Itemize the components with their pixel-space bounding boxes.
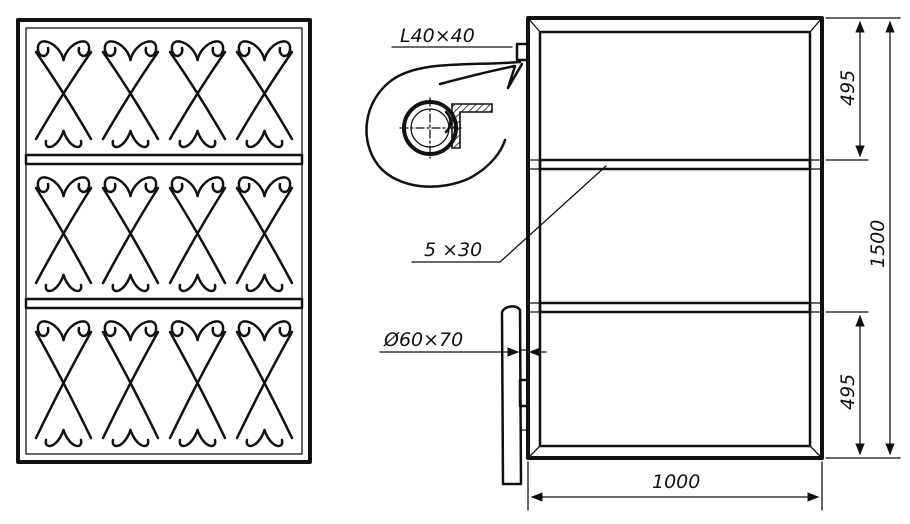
hinge-pin-block <box>518 378 530 408</box>
grille-curl-bottom <box>178 129 199 149</box>
weld-seam <box>444 110 452 134</box>
grille-heart-scroll-top <box>62 40 91 62</box>
frame-inner-edge <box>538 30 812 448</box>
grille-curl-bottom <box>62 129 83 149</box>
grille-curl-bottom <box>129 428 150 448</box>
decorative-grille-front-view <box>16 18 312 464</box>
grille-heart-scroll-top <box>263 176 292 198</box>
grille-outer-frame <box>16 18 312 464</box>
grille-curl-bottom <box>44 129 65 149</box>
grille-curl-bottom <box>62 428 83 448</box>
grille-curl-bottom <box>129 273 150 293</box>
grille-heart-scroll-top <box>36 176 65 198</box>
frame-outer-edge <box>526 16 824 460</box>
detail-zigzag-leader <box>438 62 524 90</box>
grille-curl-bottom <box>62 273 83 293</box>
grille-heart-scroll-top <box>170 176 199 198</box>
grille-curl-bottom <box>111 273 132 293</box>
hinge-pin-label: Ø60×70 <box>383 329 463 351</box>
grille-heart-scroll-top <box>170 320 199 342</box>
grille-heart-scroll-top <box>103 40 132 62</box>
grille-heart-scroll-top <box>263 40 292 62</box>
grille-scroll-diagonal <box>101 330 160 440</box>
grille-curl-bottom <box>245 273 266 293</box>
grille-curl-bottom <box>263 273 284 293</box>
grille-scroll-diagonal <box>235 330 294 440</box>
grille-crossbars <box>24 153 304 310</box>
grille-scroll-diagonal <box>34 50 93 141</box>
grille-curl-bottom <box>44 273 65 293</box>
detail-callout-outline <box>365 60 522 188</box>
grille-curl-bottom <box>111 428 132 448</box>
frame-corner-lines <box>527 17 823 459</box>
profile-detail: L40×40 <box>365 25 524 188</box>
grille-curl-bottom <box>263 129 284 149</box>
grille-ornament-sections <box>34 40 294 448</box>
grille-heart-scroll-top <box>237 176 266 198</box>
grille-heart-scroll-top <box>36 40 65 62</box>
grille-heart-scroll-top <box>103 320 132 342</box>
grille-curl-bottom <box>196 428 217 448</box>
hinge-post <box>500 305 523 486</box>
grille-scroll-diagonal <box>168 330 227 440</box>
grille-heart-scroll-top <box>129 40 158 62</box>
grille-curl-bottom <box>178 428 199 448</box>
grille-curl-bottom <box>196 129 217 149</box>
grille-scroll-diagonal <box>101 50 160 141</box>
grille-heart-scroll-top <box>237 320 266 342</box>
angle-profile-label: L40×40 <box>400 25 475 47</box>
grille-scroll-diagonal <box>34 330 93 440</box>
grille-scroll-diagonal <box>235 50 294 141</box>
grille-curl-bottom <box>44 428 65 448</box>
top-section-dimension: 495 <box>837 20 865 158</box>
grille-inner-frame <box>25 27 303 455</box>
grille-scroll-diagonal <box>34 186 93 285</box>
grille-scroll-diagonal <box>168 50 227 141</box>
grille-heart-scroll-top <box>36 320 65 342</box>
width-dimension: 1000 <box>527 461 823 511</box>
grille-heart-scroll-top <box>129 320 158 342</box>
strip-leader-line <box>411 165 607 263</box>
grille-heart-scroll-top <box>196 40 225 62</box>
grille-heart-scroll-top <box>196 320 225 342</box>
strip-profile-label: 5 ×30 <box>424 239 482 261</box>
grille-scroll-diagonal <box>101 186 160 285</box>
frame-elevation: 5 ×30 Ø60×70 1000 495 495 <box>379 16 901 511</box>
grille-heart-scroll-top <box>129 176 158 198</box>
grille-curl-bottom <box>245 428 266 448</box>
grille-heart-scroll-top <box>263 320 292 342</box>
bottom-section-dimension: 495 <box>837 314 865 456</box>
grille-curl-bottom <box>129 129 150 149</box>
height-extension-lines <box>825 17 901 459</box>
grille-scroll-diagonal <box>235 186 294 285</box>
grille-heart-scroll-top <box>62 320 91 342</box>
top-section-dim-label: 495 <box>837 70 859 106</box>
grille-heart-scroll-top <box>237 40 266 62</box>
angle-mounting-tab <box>515 42 530 62</box>
grille-curl-bottom <box>196 273 217 293</box>
grille-curl-bottom <box>111 129 132 149</box>
frame-crossbars <box>527 158 823 314</box>
total-height-dimension: 1500 <box>867 20 895 456</box>
angle-profile-section <box>451 103 493 149</box>
grille-heart-scroll-top <box>196 176 225 198</box>
total-height-dim-label: 1500 <box>867 220 889 268</box>
width-dim-label: 1000 <box>652 471 700 493</box>
grille-curl-bottom <box>263 428 284 448</box>
grille-heart-scroll-top <box>170 40 199 62</box>
grille-curl-bottom <box>245 129 266 149</box>
grille-heart-scroll-top <box>103 176 132 198</box>
bottom-section-dim-label: 495 <box>837 374 859 410</box>
grille-scroll-diagonal <box>168 186 227 285</box>
grille-heart-scroll-top <box>62 176 91 198</box>
grille-curl-bottom <box>178 273 199 293</box>
